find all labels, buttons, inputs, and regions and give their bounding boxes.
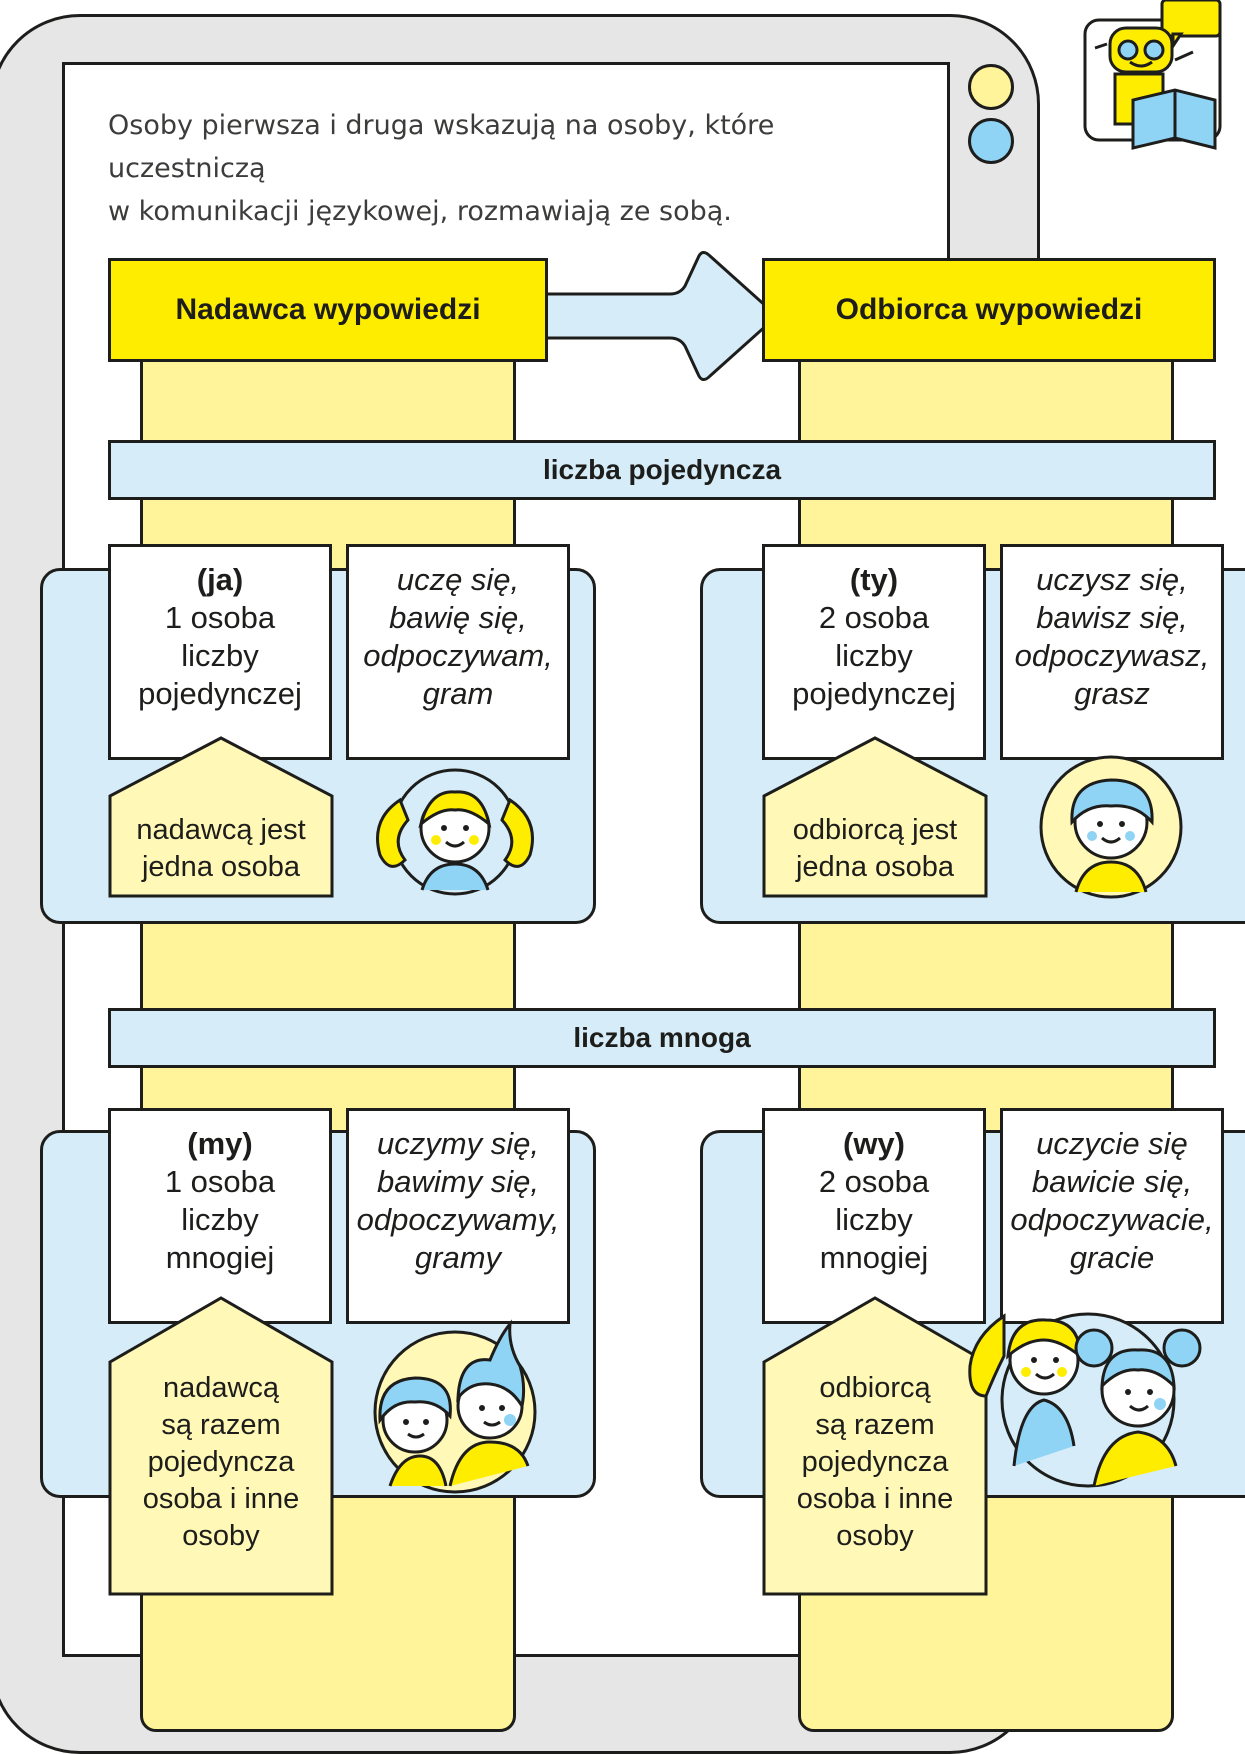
ty-line: liczby bbox=[835, 638, 913, 673]
card-my-examples: uczymy się, bawimy się, odpoczywamy, gra… bbox=[346, 1108, 570, 1324]
my-line: liczby bbox=[181, 1202, 259, 1237]
note-wy-line: osoba i inne bbox=[796, 1483, 954, 1515]
tablet-button-yellow-icon bbox=[968, 64, 1014, 110]
ja-example: bawię się, bbox=[389, 600, 527, 635]
wy-line: 2 osoba bbox=[818, 1164, 930, 1199]
card-ty-person: (ty) 2 osoba liczby pojedynczej bbox=[762, 544, 986, 760]
pronoun-my: (my) bbox=[187, 1126, 253, 1161]
pronoun-ty: (ty) bbox=[849, 562, 899, 597]
plural-bar: liczba mnoga bbox=[108, 1008, 1216, 1068]
boy-avatar-icon bbox=[1039, 755, 1183, 899]
note-wy-line: są razem bbox=[815, 1409, 935, 1441]
note-my-line: nadawcą bbox=[162, 1372, 280, 1404]
ty-example: bawisz się, bbox=[1036, 600, 1188, 635]
card-my-person: (my) 1 osoba liczby mnogiej bbox=[108, 1108, 332, 1324]
my-line: 1 osoba bbox=[164, 1164, 276, 1199]
receiver-header: Odbiorca wypowiedzi bbox=[762, 258, 1216, 362]
note-my-line: osoba i inne bbox=[142, 1483, 300, 1515]
note-my-line: pojedyncza bbox=[147, 1446, 295, 1478]
note-my-line: są razem bbox=[161, 1409, 281, 1441]
ty-line: pojedynczej bbox=[792, 676, 956, 711]
pronoun-ja: (ja) bbox=[196, 562, 244, 597]
card-ja-examples: uczę się, bawię się, odpoczywam, gram bbox=[346, 544, 570, 760]
my-line: mnogiej bbox=[165, 1240, 275, 1275]
note-my: nadawcą są razem pojedyncza osoba i inne… bbox=[108, 1296, 334, 1596]
robot-reading-icon bbox=[1083, 0, 1222, 150]
ty-line: 2 osoba bbox=[818, 600, 930, 635]
note-wy: odbiorcą są razem pojedyncza osoba i inn… bbox=[762, 1296, 988, 1596]
ja-example: uczę się, bbox=[396, 562, 520, 597]
pronoun-wy: (wy) bbox=[843, 1126, 905, 1161]
ja-line: pojedynczej bbox=[138, 676, 302, 711]
note-ty-line: odbiorcą jest bbox=[792, 814, 958, 846]
wy-example: odpoczywacie, bbox=[1010, 1202, 1214, 1237]
note-ja: nadawcą jest jedna osoba bbox=[108, 736, 334, 898]
wy-line: liczby bbox=[835, 1202, 913, 1237]
ja-example: odpoczywam, bbox=[363, 638, 553, 673]
note-ty: odbiorcą jest jedna osoba bbox=[762, 736, 988, 898]
intro-text: Osoby pierwsza i druga wskazują na osoby… bbox=[108, 104, 908, 233]
intro-line-1: Osoby pierwsza i druga wskazują na osoby… bbox=[108, 110, 775, 184]
arrow-right-icon bbox=[530, 251, 774, 381]
my-example: odpoczywamy, bbox=[356, 1202, 560, 1237]
ty-example: uczysz się, bbox=[1036, 562, 1188, 597]
note-wy-line: osoby bbox=[836, 1520, 914, 1552]
wy-example: bawicie się, bbox=[1031, 1164, 1193, 1199]
my-example: gramy bbox=[414, 1240, 502, 1275]
note-wy-line: pojedyncza bbox=[801, 1446, 949, 1478]
card-wy-examples: uczycie się bawicie się, odpoczywacie, g… bbox=[1000, 1108, 1224, 1324]
wy-example: uczycie się bbox=[1036, 1126, 1188, 1161]
my-example: bawimy się, bbox=[377, 1164, 539, 1199]
girl-avatar-icon bbox=[376, 768, 534, 896]
note-my-line: osoby bbox=[182, 1520, 260, 1552]
ja-example: gram bbox=[422, 676, 494, 711]
note-ja-line: nadawcą jest bbox=[136, 814, 306, 846]
card-wy-person: (wy) 2 osoba liczby mnogiej bbox=[762, 1108, 986, 1324]
wy-line: mnogiej bbox=[819, 1240, 929, 1275]
boys-avatar-icon bbox=[373, 1319, 537, 1494]
card-ty-examples: uczysz się, bawisz się, odpoczywasz, gra… bbox=[1000, 544, 1224, 760]
note-wy-line: odbiorcą bbox=[819, 1372, 931, 1404]
my-example: uczymy się, bbox=[377, 1126, 539, 1161]
note-ty-line: jedna osoba bbox=[795, 851, 955, 883]
ja-line: 1 osoba bbox=[164, 600, 276, 635]
sender-header: Nadawca wypowiedzi bbox=[108, 258, 548, 362]
tablet-button-blue-icon bbox=[968, 118, 1014, 164]
card-ja-person: (ja) 1 osoba liczby pojedynczej bbox=[108, 544, 332, 760]
intro-line-2: w komunikacji językowej, rozmawiają ze s… bbox=[108, 196, 732, 227]
ja-line: liczby bbox=[181, 638, 259, 673]
wy-example: gracie bbox=[1069, 1240, 1155, 1275]
singular-bar: liczba pojedyncza bbox=[108, 440, 1216, 500]
ty-example: grasz bbox=[1074, 676, 1150, 711]
note-ja-line: jedna osoba bbox=[141, 851, 301, 883]
girls-avatar-icon bbox=[968, 1312, 1202, 1488]
ty-example: odpoczywasz, bbox=[1014, 638, 1210, 673]
